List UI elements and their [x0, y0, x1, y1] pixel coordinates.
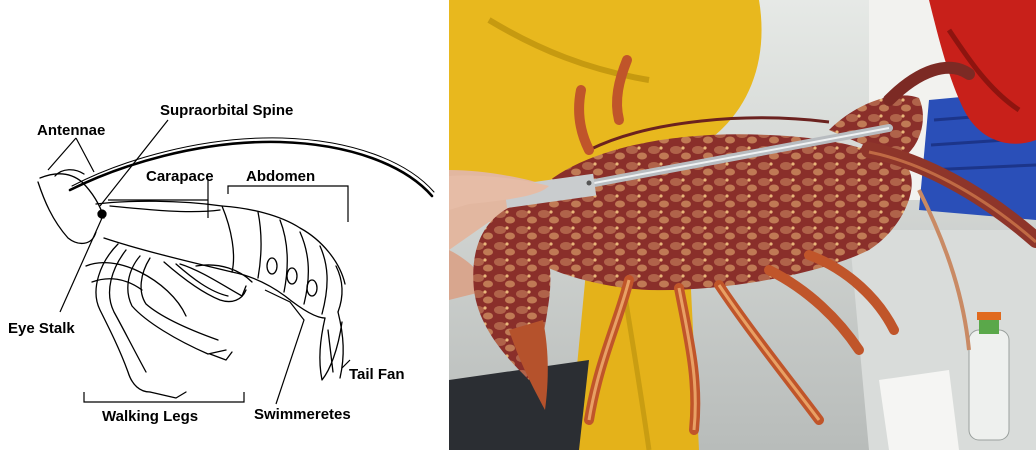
lobster-photo: [449, 0, 1036, 450]
lobster-anatomy-diagram: Antennae Supraorbital Spine Carapace Abd…: [0, 0, 446, 450]
label-carapace: Carapace: [146, 169, 214, 184]
label-walking-legs: Walking Legs: [102, 409, 198, 424]
label-antennae: Antennae: [37, 123, 105, 138]
lobster-photo-illustration: [449, 0, 1036, 450]
label-supraorbital-spine: Supraorbital Spine: [160, 103, 293, 118]
label-tail-fan: Tail Fan: [349, 367, 405, 382]
label-eye-stalk: Eye Stalk: [8, 321, 75, 336]
label-abdomen: Abdomen: [246, 169, 315, 184]
label-swimmeretes: Swimmeretes: [254, 407, 351, 422]
